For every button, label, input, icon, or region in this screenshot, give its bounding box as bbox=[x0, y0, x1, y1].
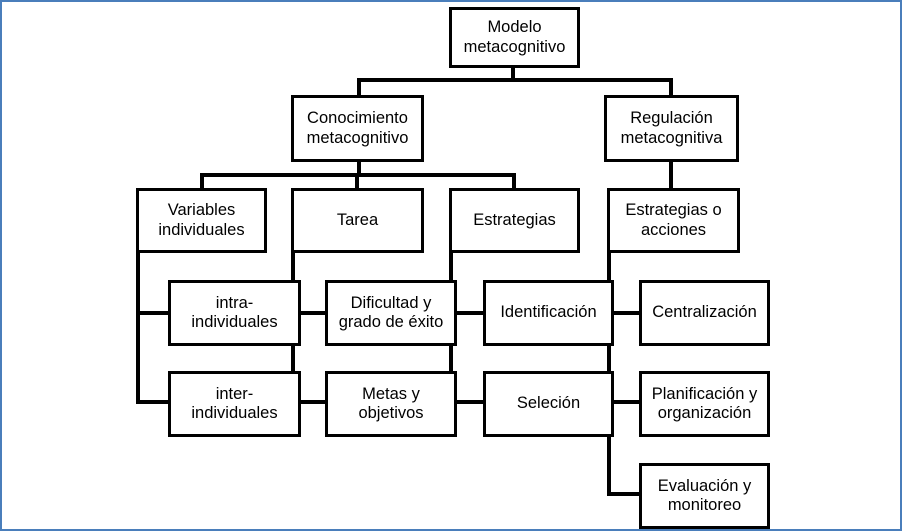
node-estrategias[interactable]: Estrategias bbox=[449, 188, 580, 253]
connector-root-to-regulacion bbox=[669, 78, 673, 95]
node-label: Regulación metacognitiva bbox=[620, 109, 723, 147]
node-inter-individuales[interactable]: inter- individuales bbox=[168, 371, 301, 437]
node-label: Dificultad y grado de éxito bbox=[338, 293, 444, 331]
connector-root-bus bbox=[357, 78, 673, 82]
node-seleccion[interactable]: Seleción bbox=[483, 371, 614, 437]
connector-estrategias-to-identificacion bbox=[449, 311, 483, 315]
node-label: Variables individuales bbox=[158, 201, 245, 239]
node-tarea[interactable]: Tarea bbox=[291, 188, 424, 253]
connector-regulacion-to-estrategias-acciones bbox=[669, 161, 673, 189]
connector-conocimiento-to-variables bbox=[200, 173, 204, 189]
connector-conocimiento-to-tarea bbox=[355, 173, 359, 189]
connector-variables-to-intra bbox=[136, 311, 168, 315]
connector-acciones-to-evaluacion bbox=[607, 492, 641, 496]
connector-acciones-to-planificacion bbox=[607, 400, 641, 404]
node-label: Centralización bbox=[652, 303, 757, 322]
connector-variables-to-inter bbox=[136, 400, 168, 404]
node-label: inter- individuales bbox=[191, 384, 278, 422]
node-planificacion-organizacion[interactable]: Planificación y organización bbox=[639, 371, 770, 437]
node-label: Identificación bbox=[500, 303, 597, 322]
node-regulacion-metacognitiva[interactable]: Regulación metacognitiva bbox=[604, 95, 739, 162]
node-centralizacion[interactable]: Centralización bbox=[639, 280, 770, 346]
connector-estrategias-to-seleccion bbox=[449, 400, 483, 404]
connector-conocimiento-stem bbox=[357, 161, 361, 175]
node-metas-objetivos[interactable]: Metas y objetivos bbox=[325, 371, 457, 437]
connector-conocimiento-to-estrategias bbox=[512, 173, 516, 189]
connector-root-stem bbox=[511, 67, 515, 80]
connector-tarea-to-metas bbox=[291, 400, 325, 404]
connector-variables-rail bbox=[136, 252, 140, 404]
connector-tarea-to-dificultad bbox=[291, 311, 325, 315]
node-label: Conocimiento metacognitivo bbox=[306, 109, 409, 147]
node-label: Seleción bbox=[516, 394, 581, 413]
node-label: Metas y objetivos bbox=[358, 384, 424, 422]
node-dificultad-grado-exito[interactable]: Dificultad y grado de éxito bbox=[325, 280, 457, 346]
node-label: Estrategias bbox=[473, 210, 556, 229]
node-identificacion[interactable]: Identificación bbox=[483, 280, 614, 346]
node-conocimiento-metacognitivo[interactable]: Conocimiento metacognitivo bbox=[291, 95, 424, 162]
node-evaluacion-monitoreo[interactable]: Evaluación y monitoreo bbox=[639, 463, 770, 529]
connector-root-to-conocimiento bbox=[357, 78, 361, 95]
node-label: Evaluación y monitoreo bbox=[657, 476, 752, 514]
node-label: Tarea bbox=[336, 210, 379, 229]
connector-acciones-to-centralizacion bbox=[607, 311, 641, 315]
node-label: Planificación y organización bbox=[651, 384, 758, 422]
node-estrategias-o-acciones[interactable]: Estrategias o acciones bbox=[607, 188, 740, 253]
node-label: Modelo metacognitivo bbox=[463, 18, 566, 56]
node-intra-individuales[interactable]: intra- individuales bbox=[168, 280, 301, 346]
node-variables-individuales[interactable]: Variables individuales bbox=[136, 188, 267, 253]
node-label: intra- individuales bbox=[191, 293, 278, 331]
node-label: Estrategias o acciones bbox=[625, 201, 722, 239]
node-modelo-metacognitivo[interactable]: Modelo metacognitivo bbox=[449, 7, 580, 68]
